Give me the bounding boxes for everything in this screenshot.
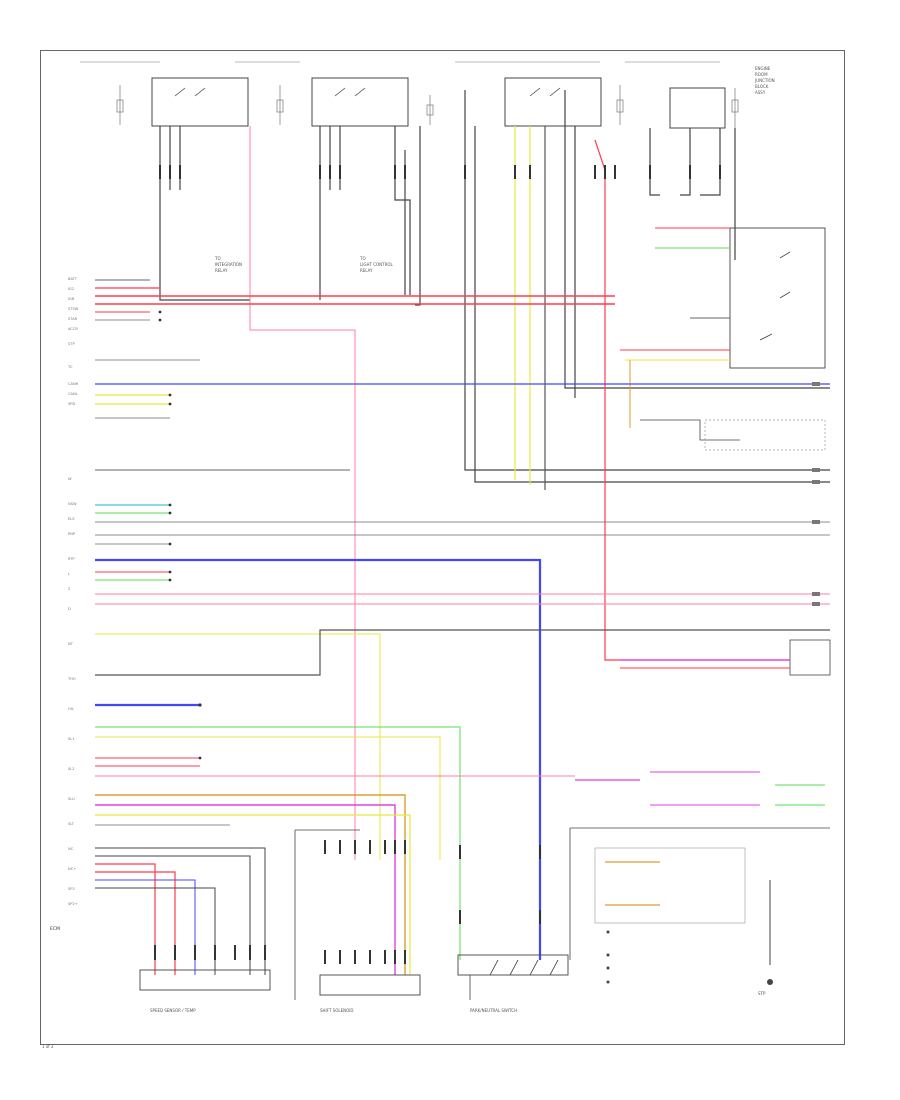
svg-text:RELAY: RELAY [360,268,373,273]
svg-text:2: 2 [68,587,70,591]
svg-text:SLT: SLT [68,822,75,826]
svg-text:ASSY: ASSY [755,90,766,95]
diagram-frame [40,50,845,1045]
relay-box-4 [669,87,726,129]
svg-text:BLOCK: BLOCK [755,84,769,89]
module-box-right-3 [789,639,831,676]
svg-text:PNP: PNP [68,532,76,536]
relay-box-3 [504,77,602,127]
svg-text:NSW: NSW [68,502,77,506]
svg-text:CANH: CANH [68,382,79,386]
svg-text:ROOM: ROOM [755,72,768,77]
svg-text:OIL: OIL [68,707,74,711]
svg-text:SHIFT SOLENOID: SHIFT SOLENOID [320,1008,354,1013]
svg-text:SL1: SL1 [68,737,75,741]
svg-text:LIGHT CONTROL: LIGHT CONTROL [360,262,394,267]
relay-box-1 [151,77,249,127]
svg-text:STSW: STSW [68,307,79,311]
svg-text:STAR: STAR [68,317,78,321]
svg-text:JUNCTION: JUNCTION [754,78,775,83]
bottom-trans-switch [457,954,569,976]
svg-text:ELS: ELS [68,517,75,521]
top-section: ENGINE ROOM JUNCTION BLOCK ASSY [80,61,830,860]
svg-text:NC+: NC+ [68,867,76,871]
svg-text:D: D [68,607,71,611]
bottom-connectors: SPEED SENSOR / TEMP SHIFT SOLENOID PARK/… [139,829,766,1013]
svg-text:ACCR: ACCR [68,327,78,331]
svg-text:L: L [68,572,70,576]
svg-text:SP2+: SP2+ [68,902,78,906]
svg-text:TC: TC [67,365,73,369]
relay-box-2 [311,77,409,127]
svg-text:IGB: IGB [68,297,75,301]
svg-text:TO: TO [359,256,366,261]
svg-text:INTEGRATION: INTEGRATION [215,262,242,267]
svg-text:IG2: IG2 [68,287,74,291]
svg-text:W: W [68,477,72,481]
svg-text:SL2: SL2 [68,767,75,771]
svg-text:NT: NT [68,642,74,646]
bottom-block-mid [319,974,421,996]
svg-text:TO: TO [214,256,221,261]
module-box-right-1 [729,227,826,369]
svg-text:THO: THO [67,677,76,681]
page-code: 1 of 2 [42,1044,54,1049]
svg-text:PARK/NEUTRAL SWITCH: PARK/NEUTRAL SWITCH [470,1008,517,1013]
svg-text:BATT: BATT [68,277,78,281]
svg-text:SLU: SLU [68,797,75,801]
module-box-right-2 [704,419,826,451]
module-box-right-4 [594,847,746,924]
svg-text:STP: STP [68,342,75,346]
svg-text:STP: STP [758,991,766,996]
svg-text:SPD: SPD [68,402,75,406]
svg-text:RELAY: RELAY [215,268,228,273]
svg-text:SP2: SP2 [68,887,75,891]
left-bus: BATT IG2 IGB STSW STAR ACCR STP TC CANH … [50,277,830,975]
bottom-sensor-left [139,969,271,991]
svg-text:ENGINE: ENGINE [755,66,771,71]
svg-text:CANL: CANL [68,392,78,396]
svg-text:RTP: RTP [68,557,75,561]
svg-text:SPEED SENSOR / TEMP: SPEED SENSOR / TEMP [150,1008,196,1013]
right-modules [569,227,831,985]
svg-text:ECM: ECM [50,926,60,932]
svg-text:NC: NC [68,847,74,851]
